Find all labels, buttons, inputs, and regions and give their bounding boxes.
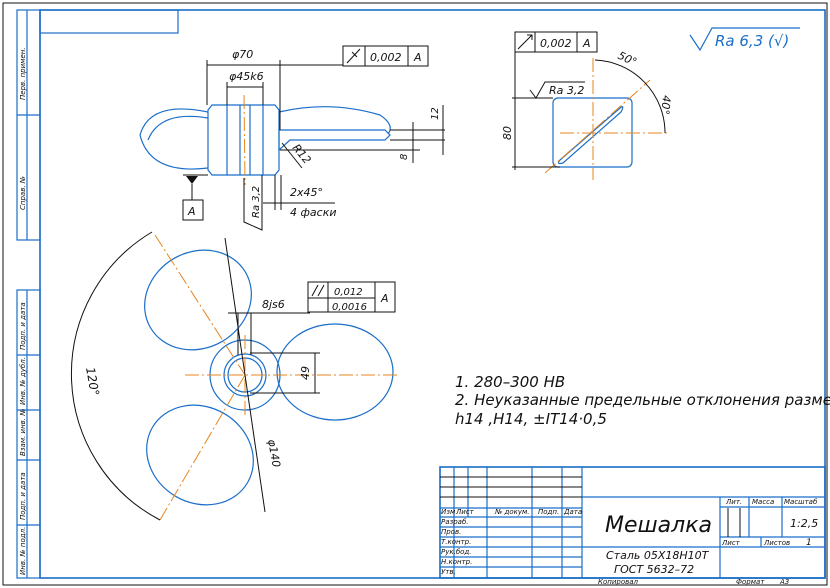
title-block: Изм Лист № докум. Подп. Дата Разраб. Про… bbox=[439, 466, 826, 579]
role-label: Утв. bbox=[441, 568, 456, 576]
runout-icon bbox=[346, 48, 361, 64]
datum-label: A bbox=[187, 205, 196, 218]
dim-dia-bore: φ45k6 bbox=[229, 70, 264, 83]
role-label: Т.контр. bbox=[441, 538, 471, 546]
role-label: Н.контр. bbox=[441, 558, 472, 566]
runout-value: 0,002 bbox=[540, 37, 572, 50]
plan-view: 120° φ140 8js6 0,012 0,0016 A 49 bbox=[70, 231, 400, 521]
format-label: Формат bbox=[736, 578, 765, 586]
dim-12: 12 bbox=[430, 107, 441, 120]
runout-tolerance-frame-2: 0,002 A bbox=[514, 31, 598, 53]
roughness-value: Ra 3,2 bbox=[251, 186, 262, 218]
role-label: Пров. bbox=[441, 528, 461, 536]
scale-label: Масштаб bbox=[784, 498, 818, 506]
parallel-value-2: 0,0016 bbox=[332, 302, 367, 313]
sheet-label: Лист bbox=[721, 539, 741, 547]
stamp-label: Инв. № подл. bbox=[19, 527, 27, 575]
parallelism-tolerance-frame: 0,012 0,0016 A bbox=[307, 281, 396, 313]
mass-label: Масса bbox=[752, 498, 774, 506]
scale-value: 1:2,5 bbox=[790, 517, 818, 530]
lit-label: Лит. bbox=[725, 498, 742, 506]
role-label: Рук.бод. bbox=[441, 548, 471, 556]
roughness-value: Ra 3,2 bbox=[549, 84, 584, 97]
drawing-title: Мешалка bbox=[605, 513, 712, 538]
roughness-icon bbox=[243, 175, 263, 231]
dim-dia-outer: φ70 bbox=[232, 48, 253, 61]
runout-value: 0,002 bbox=[370, 51, 402, 64]
angle-50: 50° bbox=[616, 49, 639, 69]
roughness-icon bbox=[529, 81, 585, 99]
datum-triangle-icon bbox=[186, 176, 198, 184]
format-value: A3 bbox=[779, 578, 789, 586]
parallel-value-1: 0,012 bbox=[334, 287, 363, 298]
stamp-label: Перв. примен. bbox=[19, 47, 27, 100]
inner-frame bbox=[39, 9, 826, 579]
datum-ref: A bbox=[413, 51, 422, 64]
angle-40: 40° bbox=[658, 95, 673, 116]
angle-120: 120° bbox=[83, 366, 102, 397]
chamfer-note: 4 фаски bbox=[290, 206, 336, 219]
stamp-label: Взам. инв. № bbox=[19, 408, 27, 456]
material-standard: ГОСТ 5632–72 bbox=[614, 563, 694, 576]
dim-diameter: φ140 bbox=[265, 438, 283, 468]
stamp-label: Подп. и дата bbox=[19, 302, 27, 350]
col-header: Дата bbox=[563, 508, 582, 516]
stamp-label: Инв. № дубл. bbox=[19, 357, 27, 405]
sheets-label: Листов bbox=[763, 539, 790, 547]
top-stamp-box bbox=[39, 9, 179, 34]
chamfer-dim: 2x45° bbox=[290, 186, 323, 199]
note-1: 1. 280–300 HB bbox=[455, 373, 565, 391]
material: Сталь 05Х18Н10Т bbox=[606, 549, 710, 562]
dim-8: 8 bbox=[399, 154, 410, 160]
col-header: № докум. bbox=[494, 508, 530, 516]
col-header: Подп. bbox=[538, 508, 559, 516]
dim-49: 49 bbox=[299, 366, 312, 380]
stamp-label: Подп. и дата bbox=[19, 472, 27, 520]
note-2: 2. Неуказанные предельные отклонения раз… bbox=[455, 391, 830, 409]
runout-tolerance-frame: 0,002 A bbox=[342, 45, 429, 67]
datum-ref: A bbox=[582, 37, 591, 50]
parallelism-icon bbox=[311, 284, 325, 297]
col-header: Изм bbox=[441, 508, 456, 516]
sheets-value: 1 bbox=[806, 538, 812, 548]
dim-radius: R12 bbox=[290, 142, 314, 167]
general-roughness: Ra 6,3 (√) bbox=[715, 32, 789, 50]
copied-label: Копировал bbox=[598, 578, 639, 586]
col-header: Лист bbox=[455, 508, 475, 516]
note-3: h14 ,H14, ±IT14·0,5 bbox=[455, 410, 607, 428]
stamp-label: Справ. № bbox=[19, 176, 27, 210]
side-stamp: Перв. примен. Справ. № Подп. и дата Инв.… bbox=[16, 9, 41, 579]
dim-height: 80 bbox=[501, 126, 514, 140]
section-view: φ70 φ45k6 0,002 A 12 8 R12 A Ra 3,2 2x45… bbox=[139, 45, 445, 231]
role-label: Разраб. bbox=[441, 518, 469, 526]
datum-ref: A bbox=[380, 292, 389, 305]
general-roughness-icon bbox=[689, 27, 800, 52]
side-view: 50° 40° 0,002 A Ra 3,2 80 bbox=[501, 31, 673, 180]
runout-arrow-icon bbox=[517, 34, 533, 50]
dim-keyway: 8js6 bbox=[262, 298, 285, 311]
